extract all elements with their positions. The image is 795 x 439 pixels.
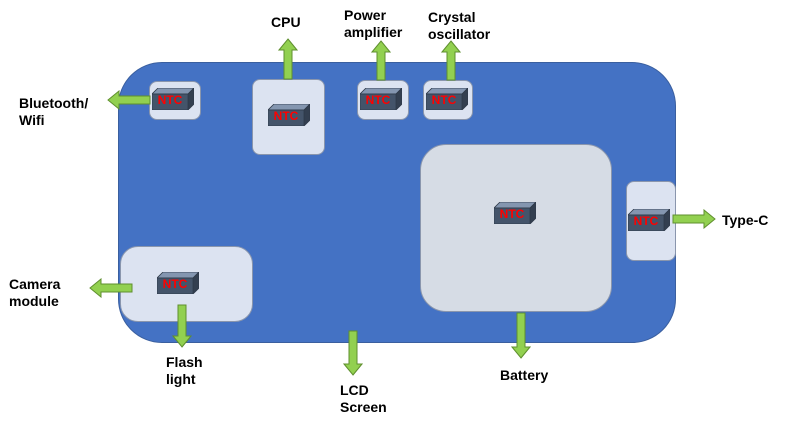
label-type-c: Type-C — [722, 212, 769, 228]
arrow-to-crystal-oscillator — [441, 40, 461, 81]
ntc-sensor-bluetooth: NTC — [152, 88, 194, 110]
arrow-to-bluetooth-wifi — [107, 90, 151, 110]
ntc-sensor-type-c: NTC — [628, 209, 670, 231]
ntc-sensor-crystal-oscillator: NTC — [426, 88, 468, 110]
ntc-label: NTC — [431, 93, 457, 107]
label-flash-light: Flash light — [166, 354, 203, 387]
arrow-to-power-amplifier — [371, 40, 391, 81]
arrow-to-battery — [511, 312, 531, 359]
ntc-sensor-power-amplifier: NTC — [360, 88, 402, 110]
arrow-to-type-c — [672, 209, 716, 229]
ntc-sensor-camera: NTC — [157, 272, 199, 294]
ntc-label: NTC — [633, 214, 659, 228]
ntc-label: NTC — [157, 93, 183, 107]
label-lcd-screen: LCD Screen — [340, 382, 387, 415]
label-battery: Battery — [500, 367, 549, 383]
battery-module-box — [420, 144, 612, 312]
ntc-sensor-cpu: NTC — [268, 104, 310, 126]
label-cpu: CPU — [271, 14, 301, 30]
arrow-to-lcd-screen — [343, 330, 363, 376]
arrow-to-flash-light — [172, 304, 192, 348]
ntc-label: NTC — [273, 109, 299, 123]
ntc-label: NTC — [365, 93, 391, 107]
label-crystal-oscillator: Crystal oscillator — [428, 9, 491, 42]
label-bluetooth-wifi: Bluetooth/ Wifi — [19, 95, 89, 128]
ntc-label: NTC — [162, 277, 188, 291]
arrow-to-cpu — [278, 38, 298, 80]
ntc-label: NTC — [499, 207, 525, 221]
ntc-sensor-battery: NTC — [494, 202, 536, 224]
arrow-to-camera-module — [89, 278, 133, 298]
label-camera-module: Camera module — [9, 276, 61, 309]
label-power-amplifier: Power amplifier — [344, 7, 403, 40]
